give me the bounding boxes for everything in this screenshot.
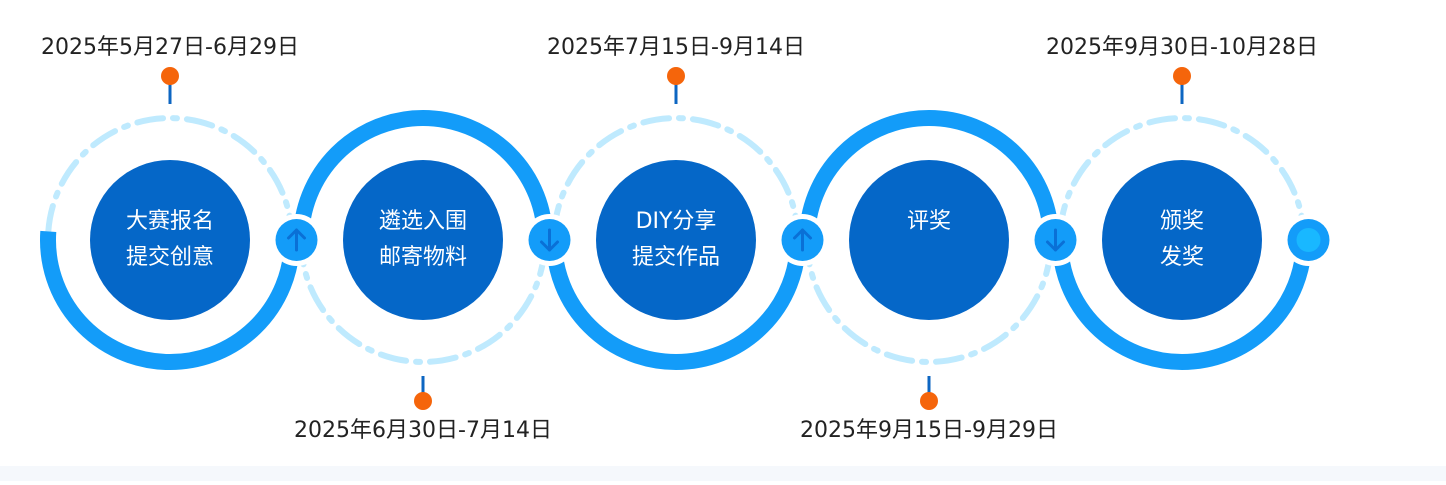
step-5-ring-dashed-arc: [1057, 115, 1307, 235]
arrow-down-icon: [540, 228, 559, 252]
step-2-ring-dashed-arc: [298, 245, 548, 365]
step-5-node-circle: [1102, 160, 1262, 320]
step-4-node-circle: [849, 160, 1009, 320]
step-5-ring-solid-arc: [1052, 239, 1312, 370]
step-4-date-label: 2025年9月15日-9月29日: [800, 418, 1058, 443]
step-2-title-line1: 遴选入围: [378, 209, 467, 234]
step-1-title: 大赛报名 提交创意: [90, 204, 250, 276]
arrow-up-icon: [793, 228, 812, 252]
step-1-title-line1: 大赛报名: [125, 209, 214, 234]
step-5-title-line2: 发奖: [1159, 245, 1204, 270]
step-2-node-circle: [343, 160, 503, 320]
step-1-node-circle: [90, 160, 250, 320]
step-4-ring-solid-arc: [799, 110, 1059, 241]
step-5-title-line1: 颁奖: [1159, 209, 1204, 234]
step-4-pin-head: [920, 392, 938, 410]
step-4-ring-dashed-arc: [804, 245, 1054, 365]
step-2-date-label: 2025年6月30日-7月14日: [294, 418, 552, 443]
step-2-pin-head: [414, 392, 432, 410]
step-3-title-line2: 提交作品: [631, 245, 720, 270]
step-3-date-label: 2025年7月15日-9月14日: [547, 35, 805, 60]
end-dot-icon: [1296, 228, 1321, 252]
arrow-down-icon: [1046, 228, 1065, 252]
step-2-title: 遴选入围 邮寄物料: [343, 204, 503, 276]
step-1-pin-head: [161, 67, 179, 85]
step-1-ring-dashed-arc: [45, 115, 295, 235]
step-3-ring-dashed-arc: [551, 115, 801, 235]
step-3-ring-solid-arc: [546, 239, 806, 370]
step-4-title: 评奖: [849, 204, 1009, 240]
step-3-title-line1: DIY分享: [635, 209, 717, 234]
step-2-ring-solid-arc: [293, 110, 553, 241]
step-2-title-line2: 邮寄物料: [378, 245, 467, 270]
arrow-up-icon: [287, 228, 306, 252]
step-4-title-line1: 评奖: [906, 209, 951, 234]
step-5-title: 颁奖 发奖: [1102, 204, 1262, 276]
footer-strip: [0, 466, 1446, 481]
step-1-date-label: 2025年5月27日-6月29日: [41, 35, 299, 60]
step-1-ring-solid-arc: [40, 230, 300, 371]
step-3-node-circle: [596, 160, 756, 320]
step-5-date-label: 2025年9月30日-10月28日: [1046, 35, 1318, 60]
step-3-title: DIY分享 提交作品: [596, 204, 756, 276]
step-1-title-line2: 提交创意: [125, 245, 214, 270]
step-5-pin-head: [1173, 67, 1191, 85]
step-3-pin-head: [667, 67, 685, 85]
